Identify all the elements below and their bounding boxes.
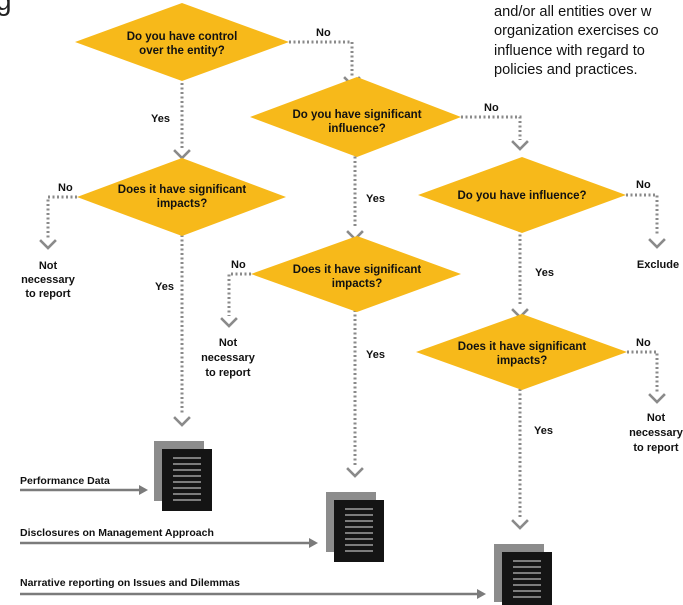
question-line: impacts?	[157, 198, 208, 210]
report-label: Disclosures on Management Approach	[20, 527, 214, 539]
edge-label-yes: Yes	[534, 425, 553, 437]
arrow-down-icon	[648, 393, 666, 404]
outcome-not-necessary-2: Not necessary to report	[201, 337, 256, 379]
arrow-down-icon	[346, 467, 364, 478]
question-line: over the entity?	[139, 45, 225, 57]
question-line: influence?	[328, 123, 386, 135]
outcome-line: Not	[219, 337, 238, 349]
outcome-not-necessary-1: Not necessary to report	[21, 260, 76, 300]
document-stack-icon	[494, 544, 552, 605]
edge-label-yes: Yes	[535, 267, 554, 279]
decision-impacts-1: Does it have significant impacts?	[77, 158, 286, 236]
arrow-down-icon	[648, 238, 666, 249]
question-line: Do you have significant	[292, 109, 421, 121]
question-line: Does it have significant	[293, 264, 422, 276]
outcome-exclude-label: Exclude	[637, 259, 679, 271]
intro-line: organization exercises co	[494, 23, 659, 40]
question-line: Do you have influence?	[457, 190, 586, 202]
report-label: Performance Data	[20, 475, 110, 487]
document-stack-icon	[326, 492, 384, 562]
arrow-down-icon	[173, 416, 191, 427]
connector-impacts3-no	[627, 350, 659, 392]
question-line: Does it have significant	[458, 341, 587, 353]
edge-label-no: No	[484, 102, 499, 114]
edge-label-yes: Yes	[155, 281, 174, 293]
connector-impacts2-no	[227, 272, 251, 316]
edge-label-yes: Yes	[151, 113, 170, 125]
decision-influence: Do you have influence?	[418, 157, 626, 233]
connectors	[39, 40, 666, 530]
title-fragment: g	[0, 0, 12, 16]
connector-impacts1-no	[46, 195, 77, 238]
question-line: Do you have control	[127, 31, 238, 43]
arrow-right-icon	[477, 589, 486, 599]
arrow-down-icon	[173, 149, 191, 160]
outcome-line: necessary	[629, 427, 683, 439]
arrow-right-icon	[139, 485, 148, 495]
outcome-line: Not	[647, 412, 666, 424]
question-line: Does it have significant	[118, 184, 247, 196]
edge-label-no: No	[58, 182, 73, 194]
connector-influence-no	[626, 193, 659, 236]
arrow-down-icon	[511, 519, 529, 530]
edge-label-yes: Yes	[366, 193, 385, 205]
intro-line: policies and practices.	[494, 62, 638, 79]
connector-control-no	[289, 40, 354, 77]
outcome-line: to report	[633, 442, 679, 454]
report-label: Narrative reporting on Issues and Dilemm…	[20, 577, 240, 589]
edge-label-no: No	[636, 337, 651, 349]
report-performance: Performance Data	[20, 475, 148, 495]
decision-impacts-2: Does it have significant impacts?	[251, 236, 461, 312]
intro-line: and/or all entities over w	[494, 4, 652, 20]
outcome-line: necessary	[21, 274, 76, 286]
intro-line: influence with regard to	[494, 42, 645, 59]
decision-impacts-3: Does it have significant impacts?	[416, 314, 627, 390]
document-stack-icon	[154, 441, 212, 511]
decision-significant-influence: Do you have significant influence?	[250, 77, 461, 157]
arrow-down-icon	[39, 239, 57, 250]
question-line: impacts?	[497, 355, 548, 367]
arrow-down-icon	[220, 317, 238, 328]
edge-label-no: No	[636, 179, 651, 191]
connector-siginf-no	[461, 115, 522, 140]
edge-label-no: No	[231, 259, 246, 271]
outcome-line: Not	[39, 260, 58, 272]
outcome-not-necessary-3: Not necessary to report	[629, 412, 683, 454]
arrow-down-icon	[511, 140, 529, 151]
intro-text: and/or all entities over w organization …	[494, 3, 683, 81]
outcome-exclude: Exclude	[637, 259, 679, 271]
outcome-line: necessary	[201, 352, 256, 364]
outcome-line: to report	[205, 367, 251, 379]
edge-label-yes: Yes	[366, 349, 385, 361]
outcome-line: to report	[25, 288, 71, 300]
question-line: impacts?	[332, 278, 383, 290]
decision-control: Do you have control over the entity?	[75, 3, 289, 81]
report-narrative: Narrative reporting on Issues and Dilemm…	[20, 577, 486, 599]
edge-labels: No Yes No Yes No Yes No Yes No Yes No Ye…	[58, 27, 651, 437]
arrow-right-icon	[309, 538, 318, 548]
edge-label-no: No	[316, 27, 331, 39]
report-management: Disclosures on Management Approach	[20, 527, 318, 548]
